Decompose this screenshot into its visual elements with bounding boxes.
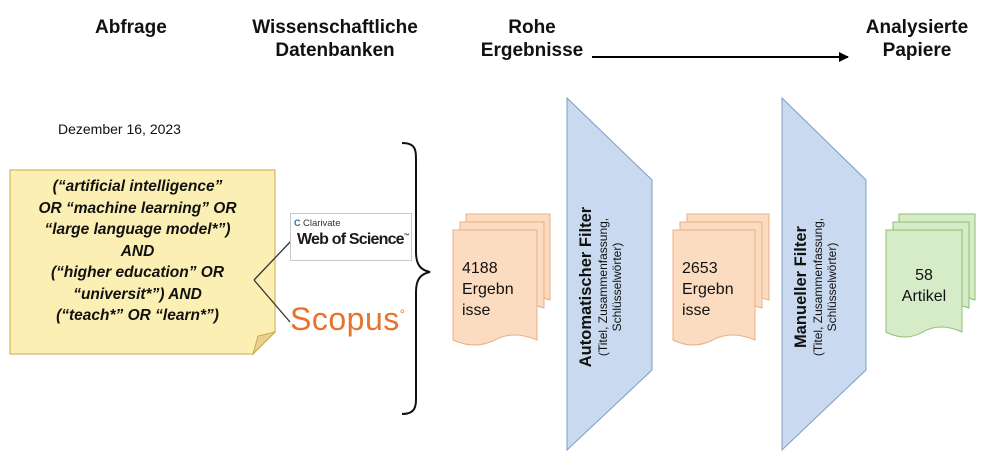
query-text: (“artificial intelligence” OR “machine l… (10, 176, 265, 327)
query-line: (“higher education” OR (50, 264, 225, 281)
header-raw-line1: Rohe (508, 17, 556, 38)
query-line: (“teach*” OR “learn*”) (56, 307, 219, 324)
header-analyzed-line1: Analysierte (865, 17, 969, 38)
merge-brace (401, 142, 431, 415)
search-date: Dezember 16, 2023 (58, 121, 181, 137)
header-query-text: Abfrage (95, 17, 167, 38)
header-databases-line2: Datenbanken (275, 40, 395, 61)
raw-results-count: 4188 (462, 260, 498, 277)
raw-results-line2: Ergebn (462, 281, 514, 298)
filtered-results-stack (672, 213, 770, 346)
connector-scopus (253, 279, 291, 323)
raw-results-label: 4188 Ergebn isse (462, 258, 514, 321)
query-line: “large language model*”) (44, 221, 231, 238)
header-analyzed-line2: Papiere (882, 40, 952, 61)
scopus-logo: Scopus° (290, 301, 405, 338)
raw-results-line3: isse (462, 302, 491, 319)
query-line: “universit*”) AND (73, 285, 202, 303)
header-databases-line1: Wissenschaftliche (252, 17, 418, 38)
wos-vendor: Clarivate (303, 218, 341, 229)
filtered-results-line2: Ergebn (682, 281, 734, 298)
header-query: Abfrage (95, 16, 167, 39)
auto-filter-sub1: (Titel, Zusammenfassung, (596, 217, 610, 357)
final-articles-count: 58 (915, 267, 933, 284)
filtered-results-line3: isse (682, 302, 711, 319)
manual-filter-title: Manueller Filter (792, 226, 810, 348)
query-line: OR “machine learning” OR (38, 199, 237, 217)
manual-filter-shape (781, 96, 867, 452)
wos-trademark: ™ (403, 233, 410, 240)
auto-filter-title: Automatischer Filter (577, 206, 595, 368)
auto-filter-sub2: Schlüsselwörter) (610, 242, 624, 332)
query-line: AND (120, 242, 155, 260)
scopus-mark: ° (399, 306, 406, 322)
final-articles-line2: Artikel (901, 288, 947, 305)
header-raw-line2: Ergebnisse (480, 40, 584, 61)
header-databases: Wissenschaftliche Datenbanken (235, 16, 435, 62)
manual-filter-sub1: (Titel, Zusammenfassung, (811, 217, 825, 357)
query-line: (“artificial intelligence” (52, 178, 223, 195)
wos-name-text: Web of Science (297, 231, 405, 248)
filtered-results-count: 2653 (682, 260, 718, 277)
header-raw-results: Rohe Ergebnisse (467, 16, 597, 62)
scopus-text: Scopus (290, 301, 400, 337)
web-of-science-logo: C Clarivate Web of Science™ (290, 213, 412, 261)
filtered-results-label: 2653 Ergebn isse (682, 258, 734, 321)
header-analyzed: Analysierte Papiere (852, 16, 982, 62)
final-articles-stack (885, 213, 976, 338)
connector-wos (253, 239, 293, 281)
raw-results-stack (452, 213, 551, 346)
manual-filter-sub2: Schlüsselwörter) (825, 242, 839, 332)
auto-filter-label: Automatischer Filter (Titel, Zusammenfas… (576, 157, 632, 417)
query-note-fold (252, 331, 277, 356)
auto-filter-shape (566, 96, 653, 452)
final-articles-label: 58 Artikel (886, 265, 962, 307)
wos-name: Web of Science™ (297, 231, 410, 249)
clarivate-icon: C (294, 218, 301, 228)
manual-filter-label: Manueller Filter (Titel, Zusammenfassung… (791, 157, 847, 417)
